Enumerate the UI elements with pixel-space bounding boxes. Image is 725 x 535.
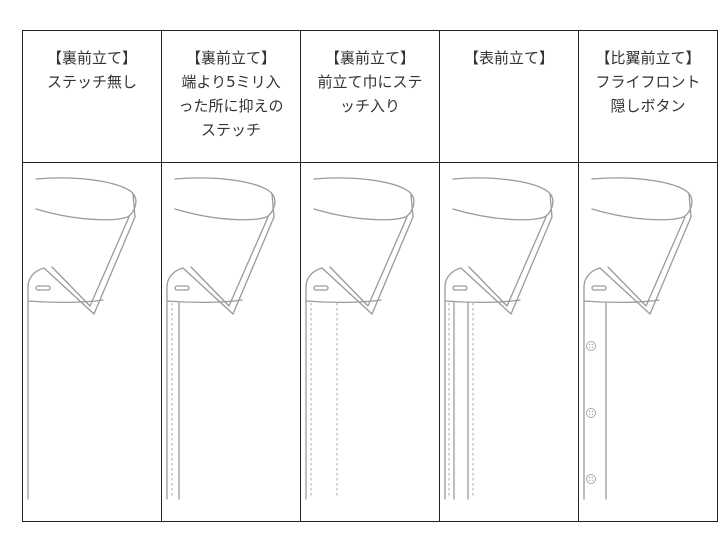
shirt-front-edge bbox=[444, 267, 462, 500]
button-thread-hole bbox=[591, 413, 594, 416]
hidden-button-icon bbox=[586, 341, 596, 351]
collar-band-outline bbox=[591, 177, 693, 221]
image-cell-fly-front bbox=[578, 162, 718, 522]
collar-band-outline bbox=[452, 177, 554, 221]
cell-description-line: 端より5ミリ入 bbox=[181, 73, 281, 91]
cell-description-line: った所に抑えの bbox=[178, 97, 284, 115]
cell-description-line: 隠しボタン bbox=[610, 97, 686, 115]
button-thread-hole bbox=[588, 410, 591, 413]
image-cell-no-stitch bbox=[22, 162, 162, 522]
collar-leaf-outline bbox=[43, 193, 136, 315]
button-thread-hole bbox=[588, 479, 591, 482]
image-cell-placket-width-stitch bbox=[300, 162, 440, 522]
cell-description-line: 前立て巾にステ bbox=[317, 73, 423, 91]
shirt-placket-no-stitch-illustration bbox=[27, 177, 137, 500]
button-thread-hole bbox=[591, 476, 594, 479]
shirt-placket-width-stitch-illustration bbox=[305, 177, 415, 500]
button-thread-hole bbox=[591, 346, 594, 349]
collar-band-outline bbox=[313, 177, 415, 221]
shirt-front-edge bbox=[583, 267, 601, 500]
label-cell-fly-front: 【比翼前立て】 フライフロント 隠しボタン bbox=[578, 30, 718, 163]
button-thread-hole bbox=[591, 410, 594, 413]
hidden-button-icon bbox=[586, 474, 596, 484]
neckband-lower-edge bbox=[444, 299, 521, 304]
cell-title: 【裏前立て】 bbox=[324, 49, 415, 67]
cell-description-line: ッチ入り bbox=[339, 97, 400, 115]
neckband-buttonhole bbox=[174, 285, 190, 291]
neckband-buttonhole bbox=[591, 285, 607, 291]
shirt-front-edge bbox=[166, 267, 184, 500]
collar-leaf-outline bbox=[182, 193, 275, 315]
placket-comparison-table: 【裏前立て】 ステッチ無し 【裏前立て】 端より5ミリ入 った所に抑えの ステッ… bbox=[22, 30, 718, 522]
shirt-front-edge bbox=[305, 267, 323, 500]
shirt-front-edge bbox=[27, 267, 45, 500]
shirt-fly-front-illustration bbox=[583, 177, 693, 500]
button-thread-hole bbox=[591, 343, 594, 346]
image-cell-front-placket bbox=[439, 162, 579, 522]
image-cell-edge-stitch bbox=[161, 162, 301, 522]
cell-description-line: ステッチ無し bbox=[46, 73, 137, 91]
button-thread-hole bbox=[588, 343, 591, 346]
neckband-lower-edge bbox=[583, 299, 660, 304]
collar-leaf-outline bbox=[460, 193, 553, 315]
cell-title: 【表前立て】 bbox=[463, 49, 554, 67]
button-thread-hole bbox=[591, 479, 594, 482]
collar-leaf-inner-edge bbox=[607, 216, 686, 307]
collar-band-outline bbox=[174, 177, 276, 221]
cell-description-line: フライフロント bbox=[595, 73, 701, 91]
button-thread-hole bbox=[588, 476, 591, 479]
collar-leaf-inner-edge bbox=[468, 216, 547, 307]
cell-title: 【裏前立て】 bbox=[185, 49, 276, 67]
shirt-placket-edge-stitch-illustration bbox=[166, 177, 276, 500]
collar-leaf-inner-edge bbox=[51, 216, 130, 307]
shirt-front-placket-illustration bbox=[444, 177, 554, 500]
neckband-buttonhole bbox=[35, 285, 51, 291]
label-cell-front-placket: 【表前立て】 bbox=[439, 30, 579, 163]
collar-leaf-outline bbox=[321, 193, 414, 315]
cell-title: 【比翼前立て】 bbox=[595, 49, 701, 67]
neckband-buttonhole bbox=[313, 285, 329, 291]
cell-description-line: ステッチ bbox=[200, 121, 261, 139]
neckband-lower-edge bbox=[305, 299, 382, 304]
label-cell-no-stitch: 【裏前立て】 ステッチ無し bbox=[22, 30, 162, 163]
label-cell-placket-width-stitch: 【裏前立て】 前立て巾にステ ッチ入り bbox=[300, 30, 440, 163]
button-thread-hole bbox=[588, 413, 591, 416]
collar-leaf-inner-edge bbox=[190, 216, 269, 307]
collar-leaf-outline bbox=[599, 193, 692, 315]
image-row bbox=[22, 162, 718, 522]
button-thread-hole bbox=[588, 346, 591, 349]
collar-band-outline bbox=[35, 177, 137, 221]
neckband-lower-edge bbox=[27, 299, 104, 304]
collar-leaf-inner-edge bbox=[329, 216, 408, 307]
cell-title: 【裏前立て】 bbox=[46, 49, 137, 67]
label-cell-edge-stitch: 【裏前立て】 端より5ミリ入 った所に抑えの ステッチ bbox=[161, 30, 301, 163]
neckband-buttonhole bbox=[452, 285, 468, 291]
hidden-button-icon bbox=[586, 408, 596, 418]
label-row: 【裏前立て】 ステッチ無し 【裏前立て】 端より5ミリ入 った所に抑えの ステッ… bbox=[22, 30, 718, 163]
neckband-lower-edge bbox=[166, 299, 243, 304]
